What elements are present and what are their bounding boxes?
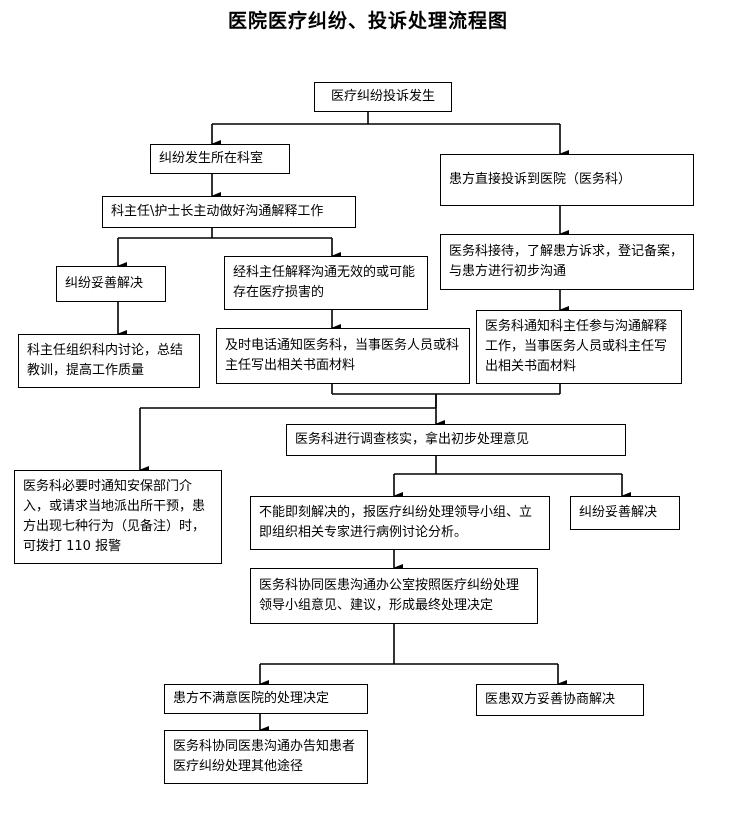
node-report-group-text: 不能即刻解决的，报医疗纠纷处理领导小组、立即组织相关专家进行病例讨论分析。 bbox=[259, 505, 533, 540]
node-direct-complaint-text: 患方直接投诉到医院（医务科） bbox=[449, 172, 632, 187]
node-investigate-text: 医务科进行调查核实，拿出初步处理意见 bbox=[295, 432, 530, 447]
node-medical-reception: 医务科接待，了解患方诉求，登记备案，与患方进行初步沟通 bbox=[440, 234, 694, 290]
node-dept-occur: 纠纷发生所在科室 bbox=[150, 144, 290, 174]
node-dissatisfied-text: 患方不满意医院的处理决定 bbox=[173, 691, 330, 706]
node-resolved-2-text: 纠纷妥善解决 bbox=[579, 505, 658, 520]
node-final-decision: 医务科协同医患沟通办公室按照医疗纠纷处理领导小组意见、建议，形成最终处理决定 bbox=[250, 568, 538, 624]
node-medical-reception-text: 医务科接待，了解患方诉求，登记备案，与患方进行初步沟通 bbox=[449, 244, 684, 279]
node-mutual-resolve-text: 医患双方妥善协商解决 bbox=[485, 692, 616, 707]
node-mutual-resolve: 医患双方妥善协商解决 bbox=[476, 684, 644, 716]
node-ineffective-text: 经科主任解释沟通无效的或可能存在医疗损害的 bbox=[233, 265, 416, 300]
node-resolved-1: 纠纷妥善解决 bbox=[56, 266, 166, 302]
node-inform-other-text: 医务科协同医患沟通办告知患者医疗纠纷处理其他途径 bbox=[173, 739, 356, 774]
node-summary-text: 科主任组织科内讨论，总结教训，提高工作质量 bbox=[27, 343, 184, 378]
node-resolved-2: 纠纷妥善解决 bbox=[570, 496, 680, 530]
node-security-text: 医务科必要时通知安保部门介入，或请求当地派出所干预，患方出现七种行为（见备注）时… bbox=[23, 479, 206, 554]
node-notify-director-text: 医务科通知科主任参与沟通解释工作，当事医务人员或科主任写出相关书面材料 bbox=[485, 319, 668, 374]
node-investigate: 医务科进行调查核实，拿出初步处理意见 bbox=[286, 424, 626, 456]
node-ineffective: 经科主任解释沟通无效的或可能存在医疗损害的 bbox=[224, 256, 428, 310]
node-start: 医疗纠纷投诉发生 bbox=[314, 82, 452, 112]
node-dissatisfied: 患方不满意医院的处理决定 bbox=[164, 684, 368, 714]
node-director-explain-text: 科主任\护士长主动做好沟通解释工作 bbox=[111, 204, 324, 219]
node-final-decision-text: 医务科协同医患沟通办公室按照医疗纠纷处理领导小组意见、建议，形成最终处理决定 bbox=[259, 578, 520, 613]
node-notify-medical-text: 及时电话通知医务科，当事医务人员或科主任写出相关书面材料 bbox=[225, 338, 460, 373]
node-security: 医务科必要时通知安保部门介入，或请求当地派出所干预，患方出现七种行为（见备注）时… bbox=[14, 470, 222, 564]
page-title: 医院医疗纠纷、投诉处理流程图 bbox=[227, 10, 508, 32]
node-start-text: 医疗纠纷投诉发生 bbox=[330, 89, 435, 104]
node-notify-director: 医务科通知科主任参与沟通解释工作，当事医务人员或科主任写出相关书面材料 bbox=[476, 310, 682, 384]
node-inform-other: 医务科协同医患沟通办告知患者医疗纠纷处理其他途径 bbox=[164, 730, 368, 784]
node-resolved-1-text: 纠纷妥善解决 bbox=[65, 276, 144, 291]
node-notify-medical: 及时电话通知医务科，当事医务人员或科主任写出相关书面材料 bbox=[216, 328, 470, 384]
node-director-explain: 科主任\护士长主动做好沟通解释工作 bbox=[102, 196, 356, 228]
node-direct-complaint: 患方直接投诉到医院（医务科） bbox=[440, 154, 694, 206]
node-summary: 科主任组织科内讨论，总结教训，提高工作质量 bbox=[18, 334, 200, 388]
node-dept-occur-text: 纠纷发生所在科室 bbox=[159, 151, 264, 166]
node-report-group: 不能即刻解决的，报医疗纠纷处理领导小组、立即组织相关专家进行病例讨论分析。 bbox=[250, 496, 550, 550]
